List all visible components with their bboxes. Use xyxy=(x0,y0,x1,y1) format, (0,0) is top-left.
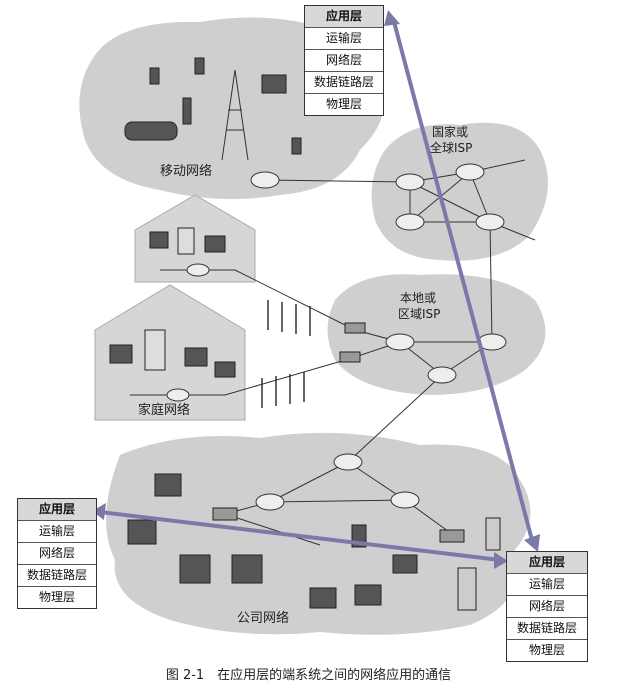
switch xyxy=(439,529,465,543)
stack-layer: 数据链路层 xyxy=(305,71,383,93)
car xyxy=(124,121,178,141)
stack-layer: 数据链路层 xyxy=(18,564,96,586)
cell-tower xyxy=(221,69,249,161)
router xyxy=(455,163,485,181)
stack-layer: 网络层 xyxy=(305,49,383,71)
router xyxy=(385,333,415,351)
laptop xyxy=(184,347,208,367)
server xyxy=(485,517,501,551)
router xyxy=(166,388,190,402)
laptop xyxy=(354,584,382,606)
server xyxy=(457,567,477,611)
stack-layer: 应用层 xyxy=(18,499,96,520)
stack-layer: 网络层 xyxy=(507,595,587,617)
protocol-stack-right: 应用层 运输层 网络层 数据链路层 物理层 xyxy=(506,551,588,662)
laptop xyxy=(204,235,226,253)
stack-layer: 运输层 xyxy=(507,573,587,595)
national-isp-label-1: 国家或 xyxy=(432,124,468,139)
home-network-label: 家庭网络 xyxy=(138,402,190,418)
router xyxy=(395,173,425,191)
traffic-light xyxy=(182,97,192,125)
laptop xyxy=(392,554,418,574)
stack-layer: 运输层 xyxy=(18,520,96,542)
laptop xyxy=(309,587,337,609)
local-isp-label-1: 本地或 xyxy=(400,291,436,305)
workstation xyxy=(231,554,263,584)
stack-layer: 物理层 xyxy=(18,586,96,608)
phone xyxy=(149,67,160,85)
stack-layer: 应用层 xyxy=(507,552,587,573)
router xyxy=(390,491,420,509)
app-comm-arrow-vertical xyxy=(391,17,534,541)
mobile-network-label: 移动网络 xyxy=(160,163,212,179)
switch xyxy=(212,507,238,521)
national-isp-label-2: 全球ISP xyxy=(430,140,472,155)
workstation xyxy=(179,554,211,584)
figure-caption: 图 2-1 在应用层的端系统之间的网络应用的通信 xyxy=(165,668,452,683)
router xyxy=(333,453,363,471)
stack-layer: 物理层 xyxy=(507,639,587,661)
laptop xyxy=(214,361,236,378)
laptop xyxy=(149,231,169,249)
enterprise-network-label: 公司网络 xyxy=(237,610,289,626)
fridge xyxy=(177,227,195,255)
laptop xyxy=(261,74,287,94)
laptop xyxy=(109,344,133,364)
app-comm-arrow-horizontal xyxy=(99,510,501,562)
stack-layer: 运输层 xyxy=(305,27,383,49)
local-isp-label-2: 区域ISP xyxy=(398,307,440,321)
router xyxy=(186,263,210,277)
enterprise-cloud xyxy=(106,432,531,635)
home-house-upper xyxy=(134,194,256,283)
router xyxy=(255,493,285,511)
protocol-stack-top: 应用层 运输层 网络层 数据链路层 物理层 xyxy=(304,5,384,116)
router xyxy=(475,213,505,231)
fridge xyxy=(144,329,166,371)
protocol-stack-left: 应用层 运输层 网络层 数据链路层 物理层 xyxy=(17,498,97,609)
phone xyxy=(194,57,205,75)
phone xyxy=(291,137,302,155)
router xyxy=(427,366,457,384)
stack-layer: 数据链路层 xyxy=(507,617,587,639)
stack-layer: 网络层 xyxy=(18,542,96,564)
modem xyxy=(339,351,361,363)
stack-layer: 应用层 xyxy=(305,6,383,27)
router xyxy=(395,213,425,231)
router xyxy=(250,171,280,189)
workstation xyxy=(127,519,157,545)
stack-layer: 物理层 xyxy=(305,93,383,115)
workstation xyxy=(154,473,182,497)
modem xyxy=(344,322,366,334)
home-house-lower xyxy=(94,284,246,421)
